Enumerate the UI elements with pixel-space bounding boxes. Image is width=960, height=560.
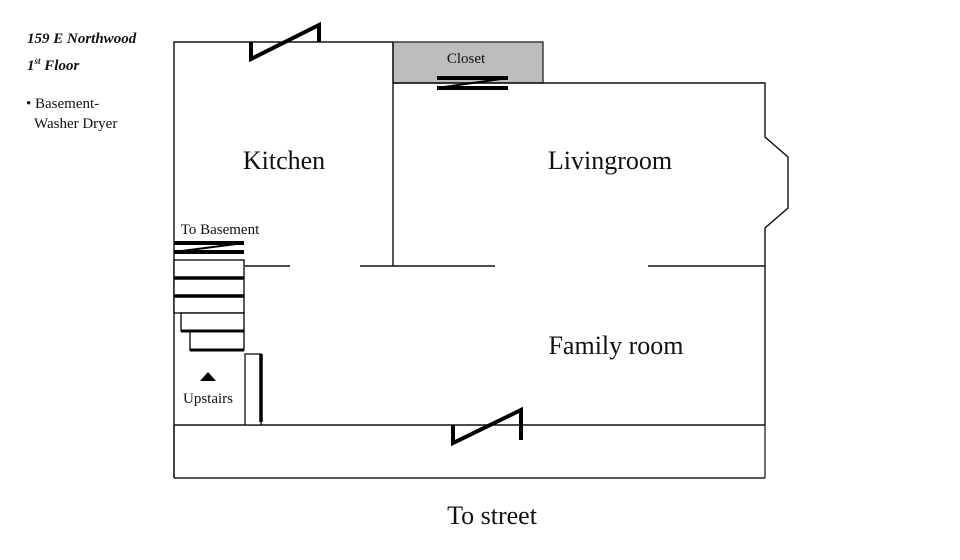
closet-door[interactable] [436,76,509,90]
upstairs-arrow-icon [200,372,216,381]
living-outer-wall [393,82,789,425]
kitchen-back-door[interactable] [249,21,321,63]
note-line-1: Basement- [35,96,100,112]
stair-rail [244,353,263,426]
note-basement: • Basement- Washer Dryer [26,94,117,134]
basement-stairs[interactable] [173,241,245,352]
floor-suffix: st [34,56,41,66]
floor-label: 1st Floor [27,50,136,77]
floor-number: 1 [27,58,35,74]
floor-word: Floor [44,58,80,74]
upstairs-label: Upstairs [183,391,233,407]
note-line-2: Washer Dryer [34,116,118,132]
livingroom-label: Livingroom [548,146,672,175]
to-street-label: To street [447,501,538,530]
address: 159 E Northwood [27,31,137,47]
bullet: • [26,96,32,112]
closet-label: Closet [447,51,486,67]
front-door[interactable] [451,406,523,447]
kitchen-label: Kitchen [243,146,325,175]
walls [173,41,789,478]
family-room-label: Family room [548,331,683,360]
floorplan-title: 159 E Northwood 1st Floor [27,28,136,77]
to-basement-label: To Basement [181,222,260,238]
